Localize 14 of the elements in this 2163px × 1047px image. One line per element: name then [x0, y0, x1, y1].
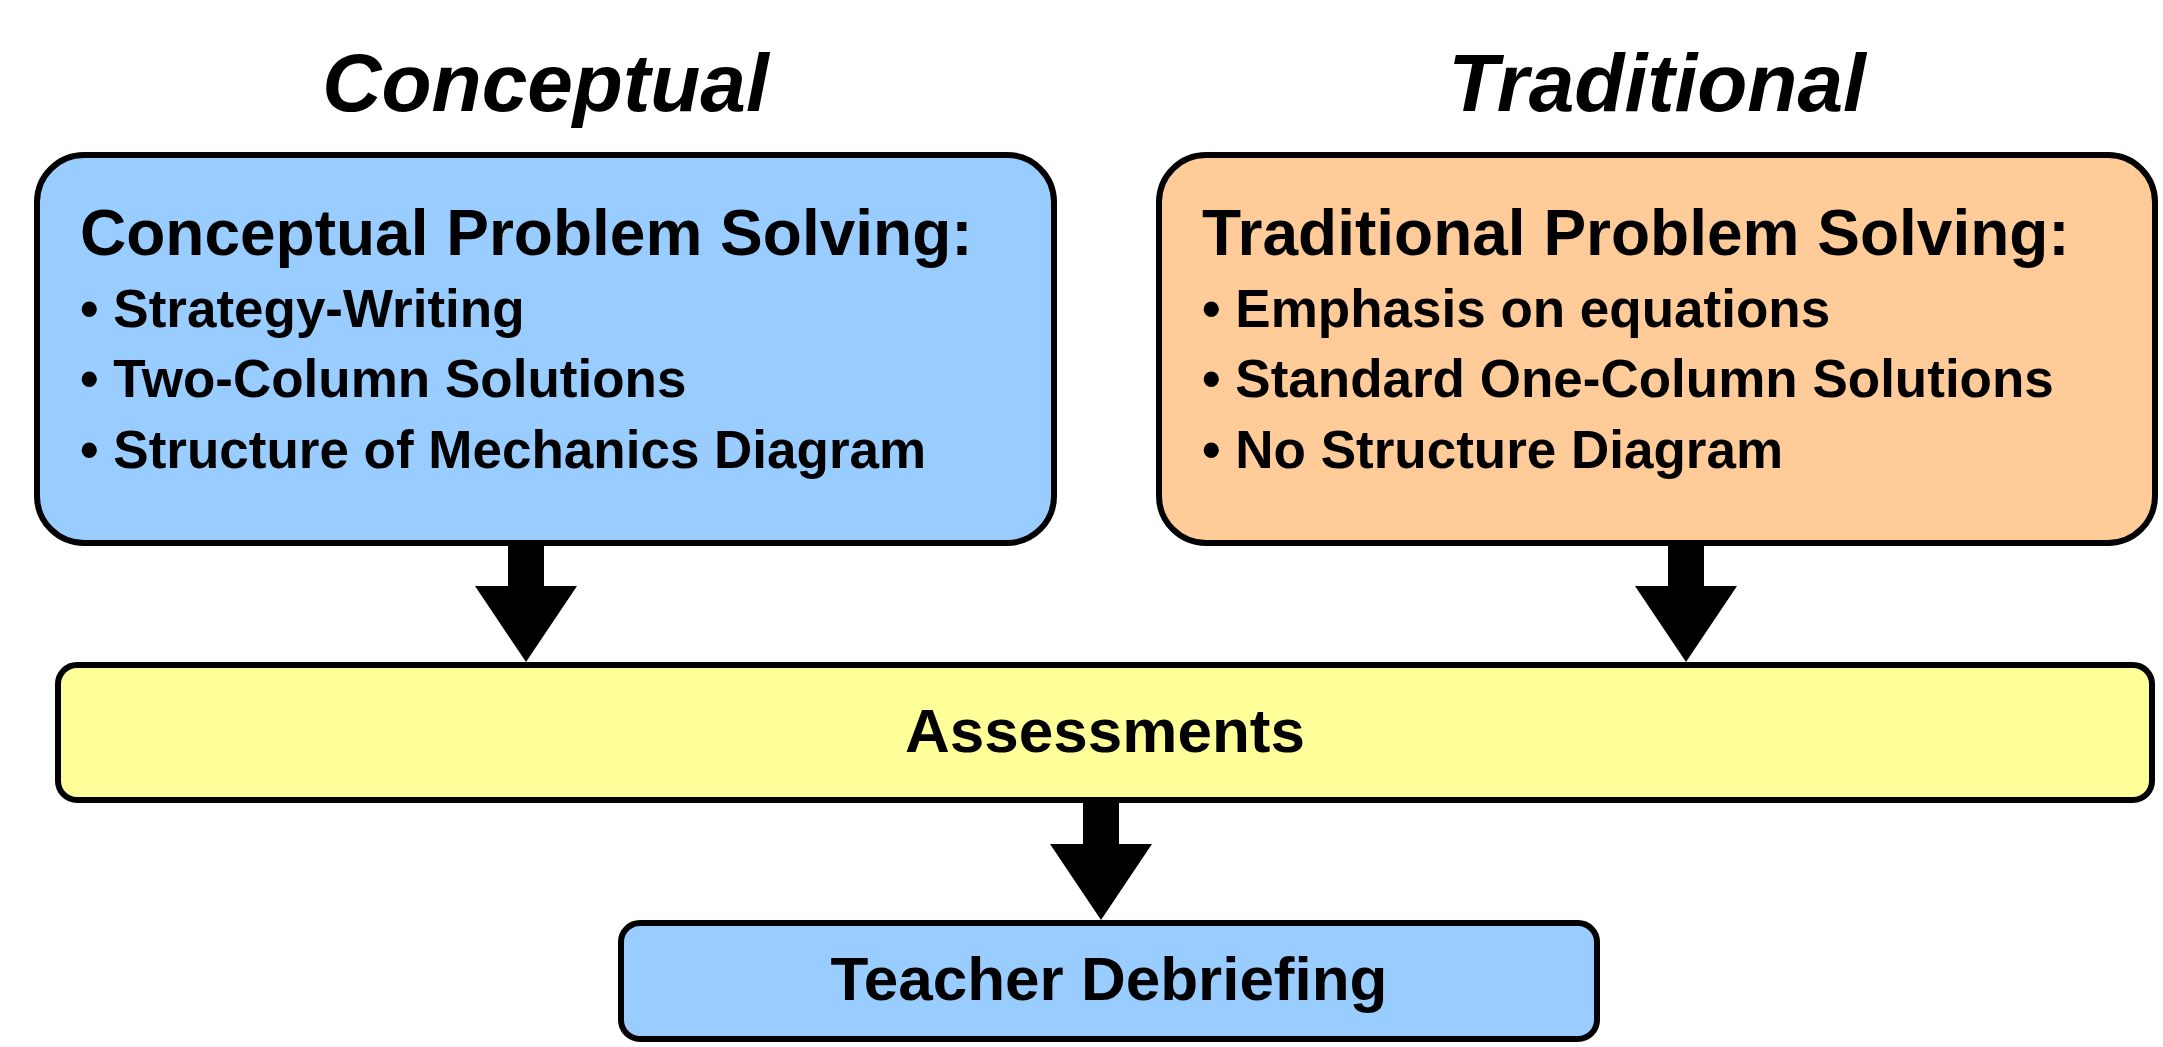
box-heading: Teacher Debriefing	[830, 944, 1388, 1014]
box-heading: Traditional Problem Solving:	[1202, 198, 2070, 270]
box-heading: Conceptual Problem Solving:	[80, 198, 973, 270]
bullet-item: • Standard One-Column Solutions	[1202, 348, 2054, 411]
block-arrow	[1050, 803, 1152, 920]
bullet-item: • Two-Column Solutions	[80, 348, 687, 411]
bullet-item: • Strategy-Writing	[80, 277, 525, 340]
column-heading: Traditional	[1447, 42, 1868, 124]
bullet-item: • No Structure Diagram	[1202, 418, 1784, 481]
block-arrow	[1635, 546, 1737, 662]
bullet-item: • Structure of Mechanics Diagram	[80, 418, 927, 481]
box-heading: Assessments	[905, 695, 1305, 766]
block-arrow	[475, 546, 577, 662]
bullet-item: • Emphasis on equations	[1202, 277, 1831, 340]
